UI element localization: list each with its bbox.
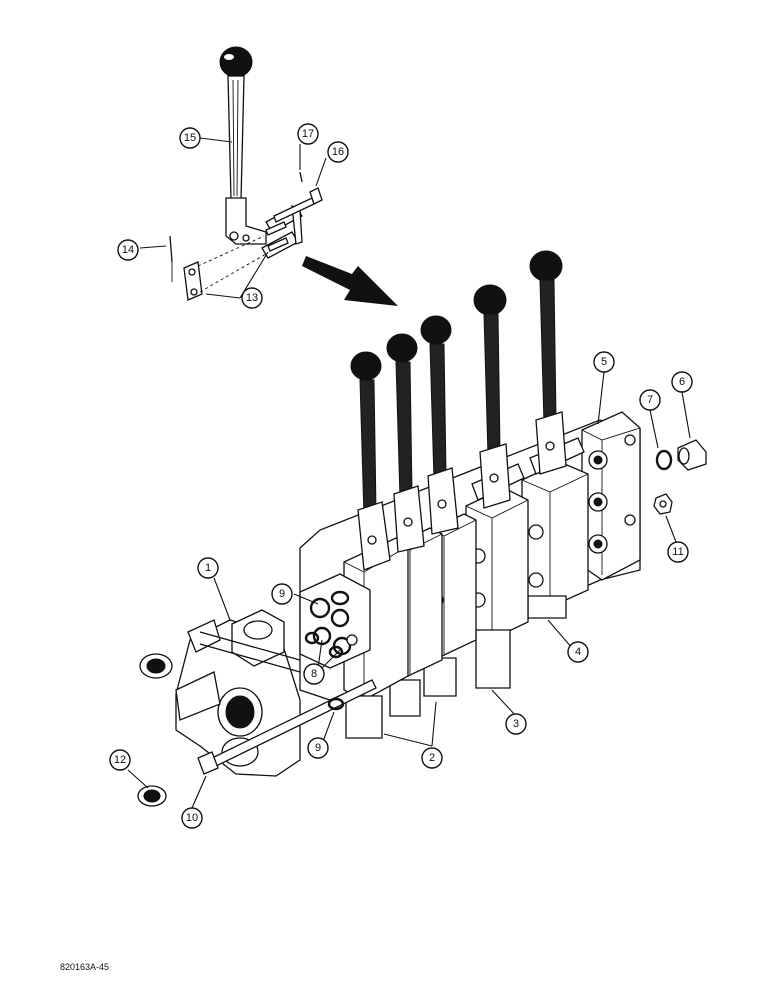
callout-8-text: 8: [311, 668, 317, 680]
control-lever-handle: [219, 46, 267, 245]
callout-7-text: 7: [647, 394, 653, 406]
callout-14-text: 14: [122, 244, 134, 256]
callout-15: 15: [179, 127, 201, 149]
callout-11: 11: [667, 541, 689, 563]
callout-15-text: 15: [184, 132, 196, 144]
callout-10: 10: [181, 807, 203, 829]
callout-12: 12: [109, 749, 131, 771]
callout-17: 17: [297, 123, 319, 145]
callout-13: 13: [241, 287, 263, 309]
lever-5: [529, 250, 567, 475]
callout-3: 3: [505, 713, 527, 735]
callout-5: 5: [593, 351, 615, 373]
pins: [265, 221, 289, 252]
lever-detail-assembly: [169, 46, 323, 301]
callout-5-text: 5: [601, 356, 607, 368]
callout-9-lower-text: 9: [315, 742, 321, 754]
plug: [137, 785, 167, 807]
lever-3: [420, 315, 459, 535]
inlet-cover: [299, 573, 371, 669]
bolt: [273, 187, 323, 223]
fitting-6: [677, 439, 707, 471]
lever-2: [386, 333, 425, 553]
section-levers: [350, 250, 567, 571]
lever-1: [350, 351, 391, 571]
callout-17-text: 17: [302, 128, 314, 140]
cotter-pin: [299, 171, 303, 183]
callout-4: 4: [567, 641, 589, 663]
callout-6-text: 6: [679, 376, 685, 388]
callout-9-lower: 9: [307, 737, 329, 759]
callout-16-text: 16: [332, 146, 344, 158]
callout-7: 7: [639, 389, 661, 411]
callout-3-text: 3: [513, 718, 519, 730]
callout-11-text: 11: [672, 546, 683, 558]
figure-code: 820163A-45: [60, 962, 110, 972]
lever-4: [473, 284, 511, 509]
nut-11: [653, 493, 673, 515]
o-rings: [304, 590, 350, 711]
valve-bank: [139, 250, 641, 777]
small-link: [183, 235, 267, 301]
outlet-end-cover: [581, 411, 641, 581]
callout-9-upper-text: 9: [279, 588, 285, 600]
callout-4-text: 4: [575, 646, 581, 658]
relief-valve-inlet-section: [139, 609, 301, 777]
callout-2: 2: [421, 747, 443, 769]
callout-2-text: 2: [429, 752, 435, 764]
callout-12-text: 12: [114, 754, 126, 766]
assembly-arrow: [302, 256, 398, 306]
tie-rod: [197, 679, 377, 775]
callout-1: 1: [197, 557, 219, 579]
callout-16: 16: [327, 141, 349, 163]
callout-10-text: 10: [186, 812, 198, 824]
roll-pin: [169, 235, 173, 263]
callout-1-text: 1: [205, 562, 211, 574]
leader-lines: [127, 137, 691, 809]
callout-6: 6: [671, 371, 693, 393]
callout-13-text: 13: [246, 292, 258, 304]
callout-14: 14: [117, 239, 139, 261]
callout-8: 8: [303, 663, 325, 685]
callout-labels: 15 17 16 14 13 1 9 8 9 2 3 4 5 7 6 11 12…: [109, 123, 693, 829]
callout-9-upper: 9: [271, 583, 293, 605]
o-ring-7: [655, 449, 673, 471]
